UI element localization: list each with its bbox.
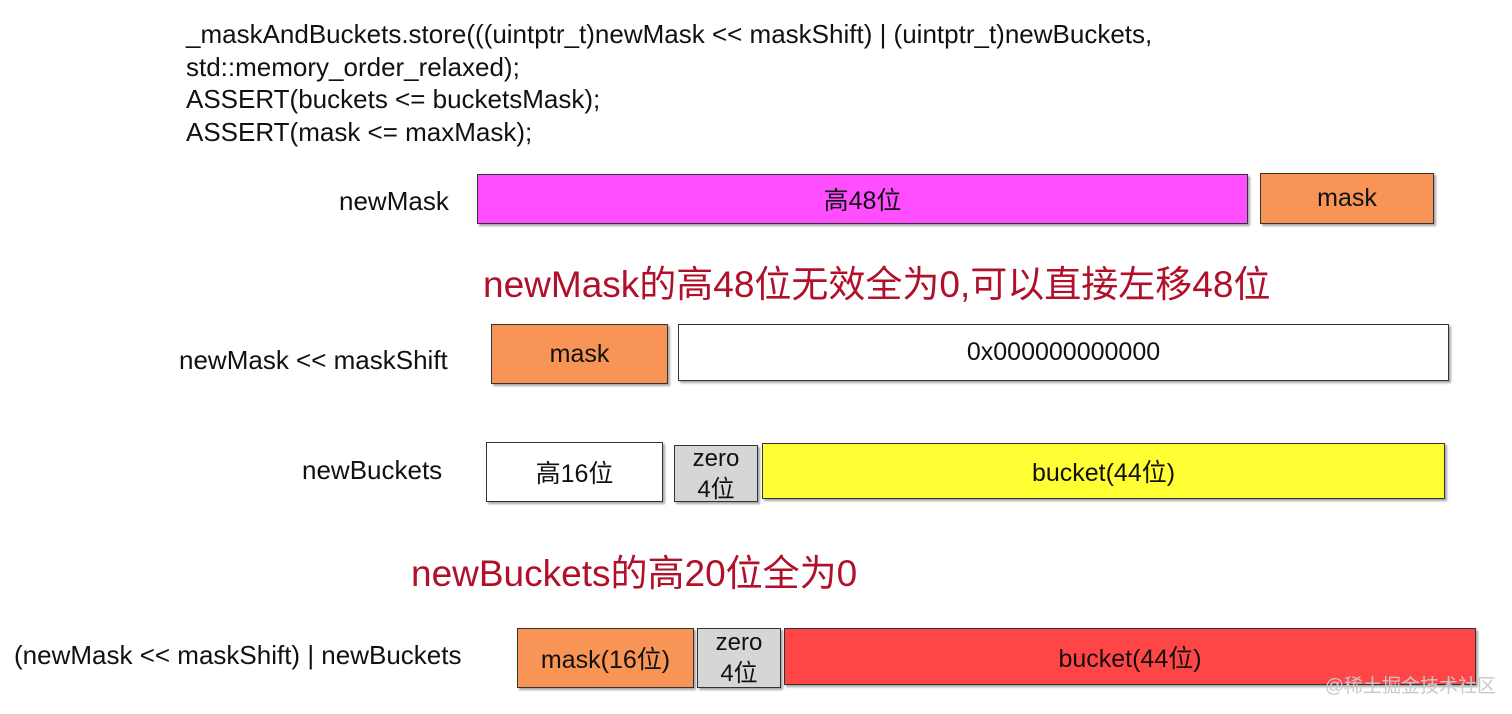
zero-bits-label: 4位 bbox=[720, 660, 758, 687]
newmask-high48-block: 高48位 bbox=[477, 174, 1248, 224]
zero-label: zero bbox=[692, 444, 740, 472]
result-zero4-block: zero 4位 bbox=[697, 628, 781, 688]
newmask-label: newMask bbox=[339, 186, 449, 216]
shifted-zero-block: 0x000000000000 bbox=[678, 324, 1449, 381]
shifted-mask-block: mask bbox=[491, 324, 668, 384]
code-line: std::memory_order_relaxed); bbox=[186, 51, 520, 82]
code-line: ASSERT(buckets <= bucketsMask); bbox=[186, 84, 601, 114]
mask-shift-note: newMask的高48位无效全为0,可以直接左移48位 bbox=[483, 264, 1271, 305]
newbuckets-zero4-block: zero 4位 bbox=[674, 444, 758, 503]
zero-label: zero bbox=[715, 629, 763, 656]
watermark: @稀土掘金技术社区 bbox=[1324, 676, 1496, 697]
newbuckets-high16-block: 高16位 bbox=[486, 442, 663, 502]
result-bucket-block: bucket(44位) bbox=[784, 628, 1476, 685]
buckets-zero-note: newBuckets的高20位全为0 bbox=[411, 553, 858, 594]
code-line: ASSERT(mask <= maxMask); bbox=[186, 116, 533, 147]
result-mask-block: mask(16位) bbox=[517, 628, 694, 688]
newbuckets-label: newBuckets bbox=[302, 455, 443, 485]
code-block: _maskAndBuckets.store(((uintptr_t)newMas… bbox=[186, 18, 1152, 148]
newmask-mask-block: mask bbox=[1260, 173, 1434, 224]
result-label: (newMask << maskShift) | newBuckets bbox=[14, 640, 462, 670]
zero-bits-label: 4位 bbox=[697, 475, 735, 503]
code-line: _maskAndBuckets.store(((uintptr_t)newMas… bbox=[186, 19, 1153, 49]
newbuckets-bucket-block: bucket(44位) bbox=[762, 443, 1445, 499]
shifted-mask-label: newMask << maskShift bbox=[179, 345, 448, 375]
